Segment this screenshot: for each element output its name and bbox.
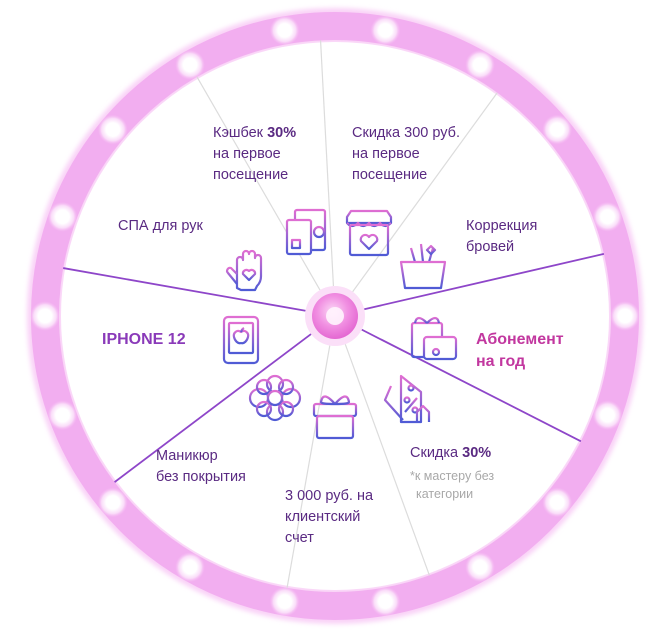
wheel-spoke — [352, 92, 498, 293]
rim-bulb — [175, 552, 205, 583]
rim-bulb — [97, 487, 128, 518]
rim-bulb — [370, 15, 401, 46]
rim-bulb — [47, 201, 78, 232]
money-card-icon — [285, 208, 327, 256]
segment-cashback-label: Кэшбек 30% на первое посещение — [213, 125, 297, 183]
rim-bulb — [465, 49, 495, 80]
wheel-spoke — [361, 328, 582, 443]
rim-bulb — [269, 15, 300, 46]
wheel-spoke — [319, 40, 335, 287]
rim-bulb — [465, 552, 495, 583]
rim-bulb — [97, 114, 128, 145]
shop-heart-icon — [345, 209, 393, 257]
wheel-spoke — [286, 345, 331, 588]
wheel-bulbs — [30, 15, 640, 617]
percent-tag-icon — [383, 374, 431, 424]
segment-manicure-label: Маникюр без покрытия — [156, 448, 246, 485]
gift-card-icon — [410, 316, 458, 361]
rim-bulb — [592, 400, 623, 431]
rim-bulb — [370, 586, 401, 617]
rim-bulb — [542, 114, 573, 145]
segment-discount30-note: *к мастеру без категории — [410, 469, 495, 501]
segment-iphone-label: IPHONE 12 — [102, 331, 186, 348]
rim-bulb — [592, 201, 623, 232]
rim-bulb — [47, 400, 78, 431]
rim-bulb — [30, 301, 60, 331]
wheel-hub-center — [326, 307, 344, 325]
segment-brows-label: Коррекция бровей — [466, 218, 538, 255]
rim-bulb — [610, 301, 640, 331]
cosmetics-bag-icon — [399, 243, 447, 290]
segment-account3000-label: 3 000 руб. на клиентский счет — [285, 488, 374, 546]
segment-discount30-label: Скидка 30% — [410, 445, 492, 461]
segment-spa-label: СПА для рук — [118, 218, 203, 234]
rim-bulb — [542, 487, 573, 518]
wheel-spoke — [63, 267, 306, 312]
gift-box-icon — [312, 395, 358, 440]
segment-subscription-label: Абонемент на год — [476, 331, 564, 370]
segment-discount300-label: Скидка 300 руб. на первое посещение — [352, 125, 460, 183]
wheel-spoke — [114, 333, 312, 483]
wheel-spoke — [344, 343, 430, 576]
hand-heart-icon — [226, 249, 263, 292]
tablet-apple-icon — [222, 315, 260, 365]
rim-bulb — [269, 586, 300, 617]
wheel-spoke — [364, 253, 605, 311]
flower-icon — [248, 374, 302, 422]
rim-bulb — [175, 49, 205, 80]
